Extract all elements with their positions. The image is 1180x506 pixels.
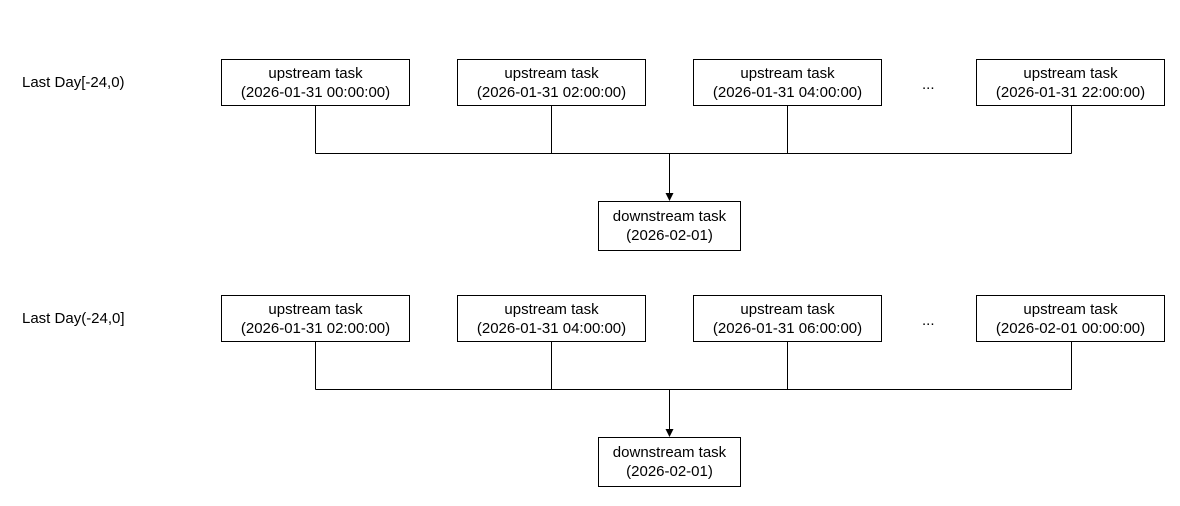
upstream-task-node: upstream task (2026-01-31 06:00:00) (693, 295, 882, 342)
more-tasks-ellipsis: ... (922, 312, 935, 329)
downstream-task-node: downstream task (2026-02-01) (598, 201, 741, 251)
upstream-task-node: upstream task (2026-01-31 02:00:00) (457, 59, 646, 106)
upstream-task-node: upstream task (2026-02-01 00:00:00) (976, 295, 1165, 342)
row-1-label: Last Day[-24,0) (22, 74, 125, 91)
upstream-task-node: upstream task (2026-01-31 00:00:00) (221, 59, 410, 106)
node-time: (2026-02-01) (626, 227, 713, 244)
node-time: (2026-01-31 22:00:00) (995, 83, 1146, 101)
upstream-task-node: upstream task (2026-01-31 04:00:00) (457, 295, 646, 342)
node-title: upstream task (504, 64, 599, 82)
node-title: upstream task (740, 64, 835, 82)
node-title: upstream task (1023, 64, 1118, 82)
node-title: upstream task (268, 64, 363, 82)
node-time: (2026-01-31 02:00:00) (476, 83, 627, 101)
row-2-label: Last Day(-24,0] (22, 310, 125, 327)
node-time: (2026-02-01 00:00:00) (995, 319, 1146, 337)
upstream-task-node: upstream task (2026-01-31 22:00:00) (976, 59, 1165, 106)
node-time: (2026-01-31 02:00:00) (240, 319, 391, 337)
node-title: downstream task (612, 444, 727, 461)
node-title: upstream task (268, 300, 363, 318)
downstream-task-node: downstream task (2026-02-01) (598, 437, 741, 487)
row-1-connectors (315, 106, 1072, 201)
node-time: (2026-01-31 00:00:00) (240, 83, 391, 101)
row-2-connectors (315, 342, 1072, 437)
node-title: upstream task (504, 300, 599, 318)
node-title: upstream task (740, 300, 835, 318)
node-time: (2026-01-31 04:00:00) (476, 319, 627, 337)
node-time: (2026-02-01) (626, 463, 713, 480)
more-tasks-ellipsis: ... (922, 76, 935, 93)
upstream-task-node: upstream task (2026-01-31 02:00:00) (221, 295, 410, 342)
node-time: (2026-01-31 04:00:00) (712, 83, 863, 101)
node-title: upstream task (1023, 300, 1118, 318)
node-time: (2026-01-31 06:00:00) (712, 319, 863, 337)
upstream-task-node: upstream task (2026-01-31 04:00:00) (693, 59, 882, 106)
node-title: downstream task (612, 208, 727, 225)
